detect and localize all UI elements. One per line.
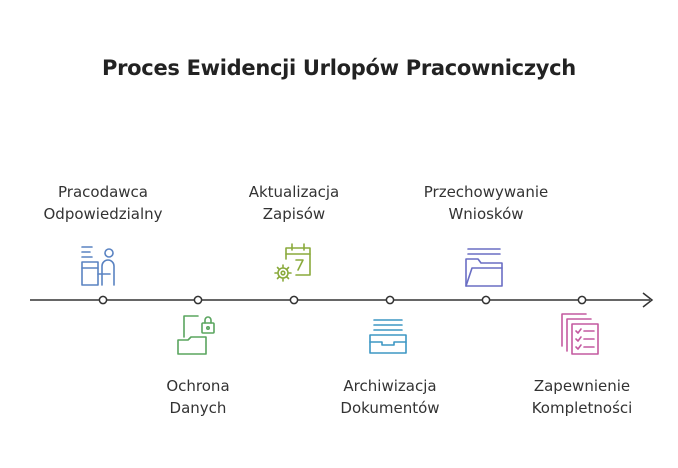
step-1-line-2: Odpowiedzialny [43,205,163,223]
step-6-line-2: Kompletności [531,399,633,417]
timeline-node-3 [289,295,299,305]
step-4-line-2: Dokumentów [340,399,440,417]
step-label-3: Aktualizacja Zapisów [219,181,369,225]
desk-worker-icon [81,246,115,286]
step-label-6: Zapewnienie Kompletności [507,375,657,419]
step-label-1: Pracodawca Odpowiedzialny [28,181,178,225]
step-5-line-2: Wniosków [448,205,524,223]
step-label-4: Archiwizacja Dokumentów [315,375,465,419]
timeline-arrowhead [642,292,654,308]
diagram-title: Proces Ewidencji Urlopów Pracowniczych [102,56,576,80]
step-1-line-1: Pracodawca [58,183,148,201]
step-6-line-1: Zapewnienie [533,377,631,395]
open-folder-icon [465,248,503,287]
timeline-node-4 [385,295,395,305]
step-3-line-2: Zapisów [262,205,326,223]
timeline-node-2 [193,295,203,305]
timeline-node-1 [98,295,108,305]
folder-lock-icon [177,315,215,355]
step-5-line-1: Przechowywanie [423,183,549,201]
step-4-line-1: Archiwizacja [343,377,437,395]
step-2-line-2: Danych [169,399,227,417]
step-2-line-1: Ochrona [166,377,230,395]
archive-drawer-icon [369,319,407,354]
timeline-node-6 [577,295,587,305]
calendar-gear-icon [274,243,311,282]
timeline-node-5 [481,295,491,305]
step-label-2: Ochrona Danych [123,375,273,419]
step-label-5: Przechowywanie Wniosków [411,181,561,225]
step-3-line-1: Aktualizacja [248,183,340,201]
checklist-icon [561,313,599,355]
